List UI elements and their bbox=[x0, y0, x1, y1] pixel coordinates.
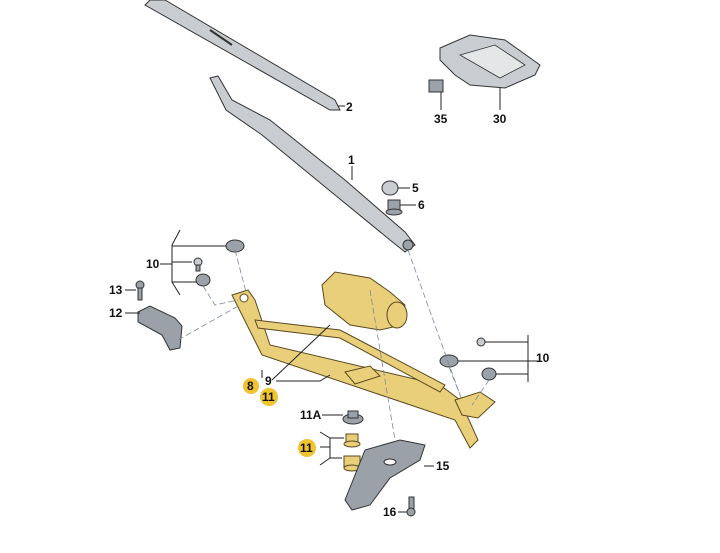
left-mount-parts bbox=[193, 239, 245, 287]
assembly-lines bbox=[177, 249, 490, 441]
callout-11-upper[interactable]: 11 bbox=[262, 390, 275, 404]
callout-30[interactable]: 30 bbox=[493, 112, 507, 126]
callout-11[interactable]: 11 bbox=[300, 441, 313, 455]
left-bracket bbox=[137, 305, 183, 351]
cap bbox=[381, 180, 399, 196]
wiper-blade bbox=[144, 0, 341, 111]
callout-35[interactable]: 35 bbox=[434, 112, 448, 126]
left-bolt bbox=[135, 280, 145, 301]
callout-2[interactable]: 2 bbox=[346, 100, 353, 114]
connector bbox=[428, 79, 444, 93]
callout-9[interactable]: 9 bbox=[265, 374, 272, 388]
right-mount-parts bbox=[439, 337, 497, 381]
callout-1[interactable]: 1 bbox=[348, 153, 355, 167]
wiper-arm bbox=[209, 75, 416, 253]
control-unit bbox=[439, 34, 541, 89]
callout-16[interactable]: 16 bbox=[383, 505, 397, 519]
leader-lines bbox=[125, 88, 538, 513]
highlight-11 bbox=[298, 439, 316, 457]
right-bracket bbox=[344, 439, 426, 511]
highlight-8 bbox=[243, 378, 259, 394]
arm-nut bbox=[385, 199, 403, 216]
wiper-linkage bbox=[231, 289, 496, 449]
highlight-11-upper bbox=[260, 388, 278, 406]
bushes bbox=[343, 433, 361, 472]
nut-11a bbox=[342, 410, 364, 425]
callout-6[interactable]: 6 bbox=[418, 198, 425, 212]
callout-10-left[interactable]: 10 bbox=[146, 257, 160, 271]
callout-13[interactable]: 13 bbox=[109, 283, 123, 297]
callout-5[interactable]: 5 bbox=[412, 181, 419, 195]
right-bolt bbox=[406, 496, 416, 517]
callout-12[interactable]: 12 bbox=[109, 306, 123, 320]
wiper-motor bbox=[321, 271, 408, 331]
callout-11a[interactable]: 11A bbox=[300, 408, 322, 422]
callout-8[interactable]: 8 bbox=[247, 379, 254, 393]
callout-10-right[interactable]: 10 bbox=[536, 351, 550, 365]
callout-15[interactable]: 15 bbox=[436, 459, 450, 473]
